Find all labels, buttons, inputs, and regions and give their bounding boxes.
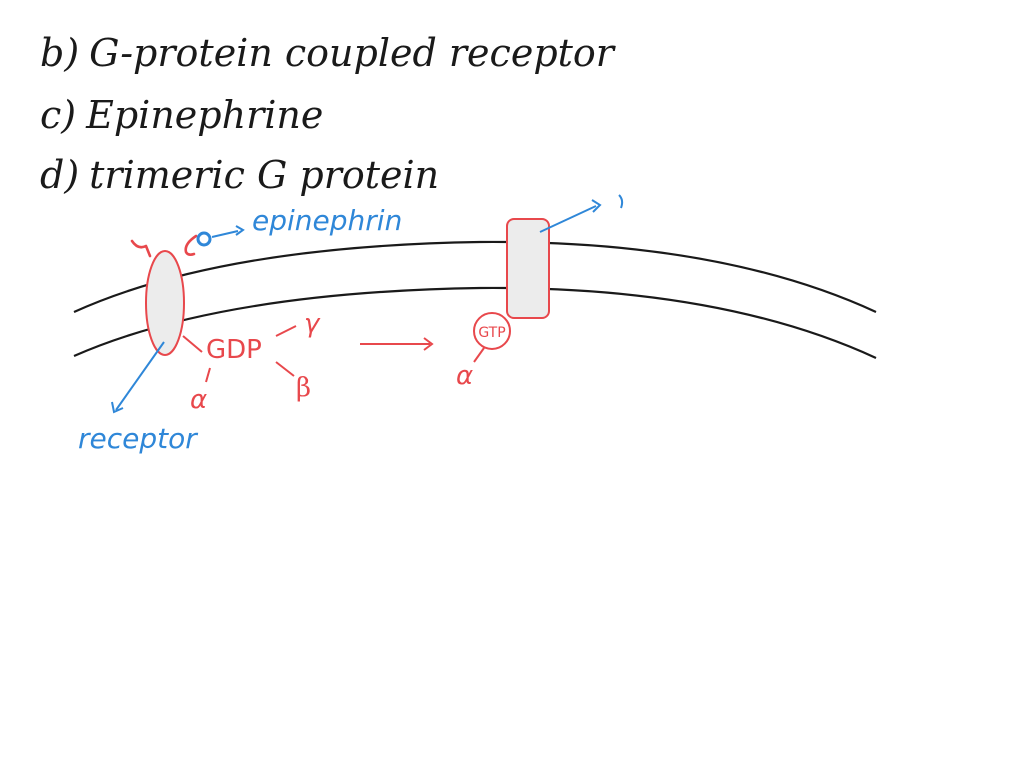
epinephrine-molecule-icon <box>196 231 212 247</box>
list-item-c-marker: c) <box>40 93 77 137</box>
gtp-circle <box>473 312 511 350</box>
effector-label-mark <box>618 194 624 209</box>
effector-protein-shape <box>506 218 550 319</box>
beta-connector <box>275 361 295 377</box>
activation-arrow-head-icon <box>423 337 434 351</box>
epinephrin-label: epinephrin <box>252 204 402 237</box>
gdp-connector-receptor <box>182 335 203 353</box>
alpha-right-label: α <box>456 361 473 391</box>
receptor-binding-mark-right <box>184 234 198 256</box>
receptor-shape <box>145 250 185 356</box>
receptor-binding-mark-left <box>130 239 152 258</box>
gtp-label: GTP <box>478 325 505 341</box>
gamma-connector <box>275 325 297 337</box>
list-item-c-text: Epinephrine <box>86 93 324 137</box>
list-item-b-text: G-protein coupled receptor <box>89 31 614 75</box>
list-item-d: d)trimeric G protein <box>40 156 439 194</box>
receptor-label: receptor <box>78 422 198 455</box>
beta-label: β <box>296 373 311 403</box>
list-item-b-marker: b) <box>40 31 80 75</box>
list-item-d-marker: d) <box>40 153 80 197</box>
epinephrin-pointer-line <box>211 230 239 238</box>
effector-arrow-head-icon <box>591 199 602 213</box>
alpha-left-connector <box>205 367 211 383</box>
list-item-b: b)G-protein coupled receptor <box>40 34 614 72</box>
epinephrin-arrow-head-icon <box>235 225 245 236</box>
list-item-d-text: trimeric G protein <box>89 153 440 197</box>
answer-list: b)G-protein coupled receptor c)Epinephri… <box>0 0 1024 210</box>
list-item-c: c)Epinephrine <box>40 96 323 134</box>
receptor-pointer-line <box>115 341 165 411</box>
membrane-outer-line <box>73 240 877 314</box>
alpha-left-label: α <box>190 385 207 415</box>
receptor-arrow-head-icon <box>111 401 124 414</box>
alpha-right-connector <box>473 347 485 363</box>
gdp-label: GDP <box>206 335 262 365</box>
gamma-label: γ <box>304 309 321 339</box>
effector-pointer-line <box>539 205 597 233</box>
